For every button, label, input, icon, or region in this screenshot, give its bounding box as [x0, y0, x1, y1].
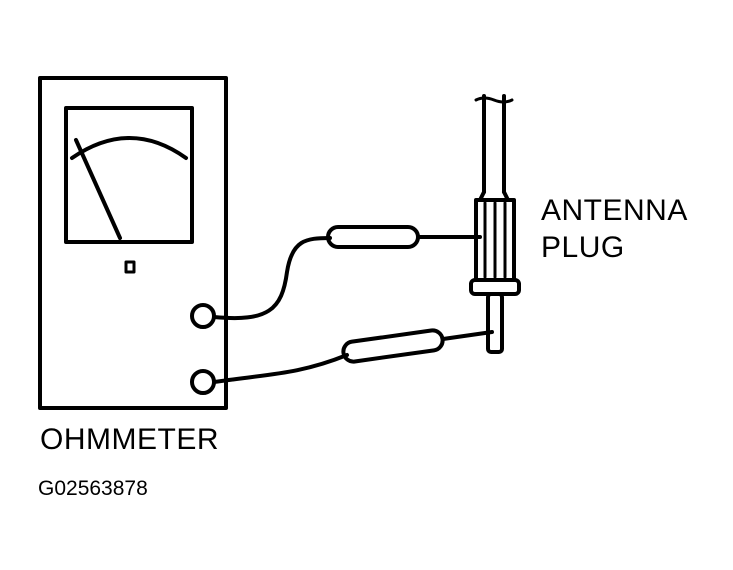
ohmmeter-label: OHMMETER [40, 423, 219, 456]
ohmmeter [38, 76, 228, 410]
cable-cut-end [474, 96, 514, 104]
lower-lead-wire [212, 353, 349, 384]
figure-code: G02563878 [38, 477, 148, 500]
plug-collar [469, 278, 521, 296]
lower-test-lead [212, 328, 494, 384]
antenna-plug [469, 94, 521, 354]
meter-scale-arc [70, 136, 188, 160]
upper-test-lead [212, 225, 482, 320]
upper-terminal [190, 303, 216, 329]
plug-pin [486, 292, 504, 354]
meter-needle [74, 138, 122, 240]
lower-probe [341, 328, 445, 364]
meter-dial-window [64, 106, 194, 244]
ohmmeter-case [38, 76, 228, 410]
upper-lead-wire [212, 236, 332, 320]
antenna-label-line1: ANTENNA [541, 194, 688, 227]
antenna-label-line2: PLUG [541, 231, 625, 264]
lower-probe-tip [441, 330, 494, 341]
zero-adjust-knob [124, 260, 136, 274]
lower-terminal [190, 369, 216, 395]
upper-probe [326, 225, 420, 249]
